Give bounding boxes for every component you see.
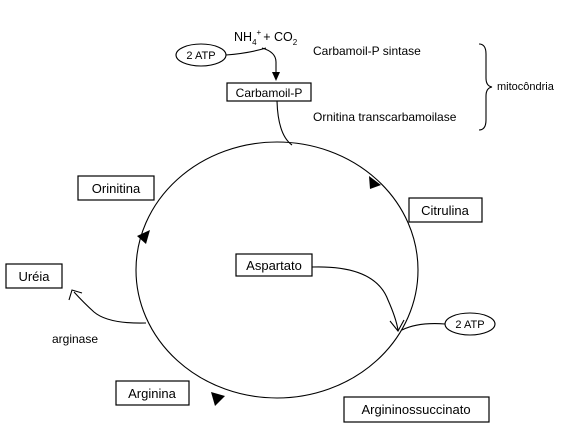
argininossuccinato-label: Argininossuccinato [361, 402, 470, 417]
orinitina-box [77, 175, 155, 201]
ureia-label: Uréia [18, 269, 50, 284]
arginina-box [115, 380, 190, 406]
citrulina-box [408, 197, 483, 223]
aspartato-box [235, 253, 313, 277]
atp-right-connector [401, 323, 446, 331]
orinitina-label: Orinitina [92, 181, 141, 196]
atp-top-label: 2 ATP [186, 50, 215, 62]
urea-cycle-circle [135, 141, 419, 399]
carbamoil-to-cycle-connector [276, 100, 293, 146]
cycle-arrow-arginina [211, 392, 225, 406]
arginina-label: Arginina [128, 386, 176, 401]
ammonium-co2-label: NH4++ CO2 [234, 28, 298, 47]
aspartato-label: Aspartato [246, 258, 302, 273]
cycle-arrow-orinitina [137, 230, 150, 244]
mitochondria-brace [478, 43, 493, 131]
carbamoil-sintase-label: Carbamoil-P sintase [313, 44, 421, 58]
ornitina-transcarbamoilase-label: Ornitina transcarbamoilase [313, 110, 457, 124]
carbamoil-p-box [226, 82, 312, 102]
aspartato-arrowhead [389, 319, 405, 332]
atp-top-connector [225, 47, 267, 56]
carbamoil-p-label: Carbamoil-P [236, 86, 303, 100]
arginase-arrow-line [73, 291, 147, 324]
citrulina-label: Citrulina [421, 203, 469, 218]
synthesis-arrowhead [272, 72, 280, 81]
mitochondria-label: mitocôndria [497, 81, 555, 93]
synthesis-arrow-line [261, 47, 277, 74]
atp-right-label: 2 ATP [455, 319, 484, 331]
ureia-box [5, 263, 63, 289]
arginase-arrowhead [68, 289, 83, 301]
argininossuccinato-box [343, 396, 490, 423]
aspartato-arrow-line [311, 266, 399, 331]
arginase-label: arginase [52, 332, 98, 346]
cycle-arrow-citrulina [369, 176, 381, 189]
